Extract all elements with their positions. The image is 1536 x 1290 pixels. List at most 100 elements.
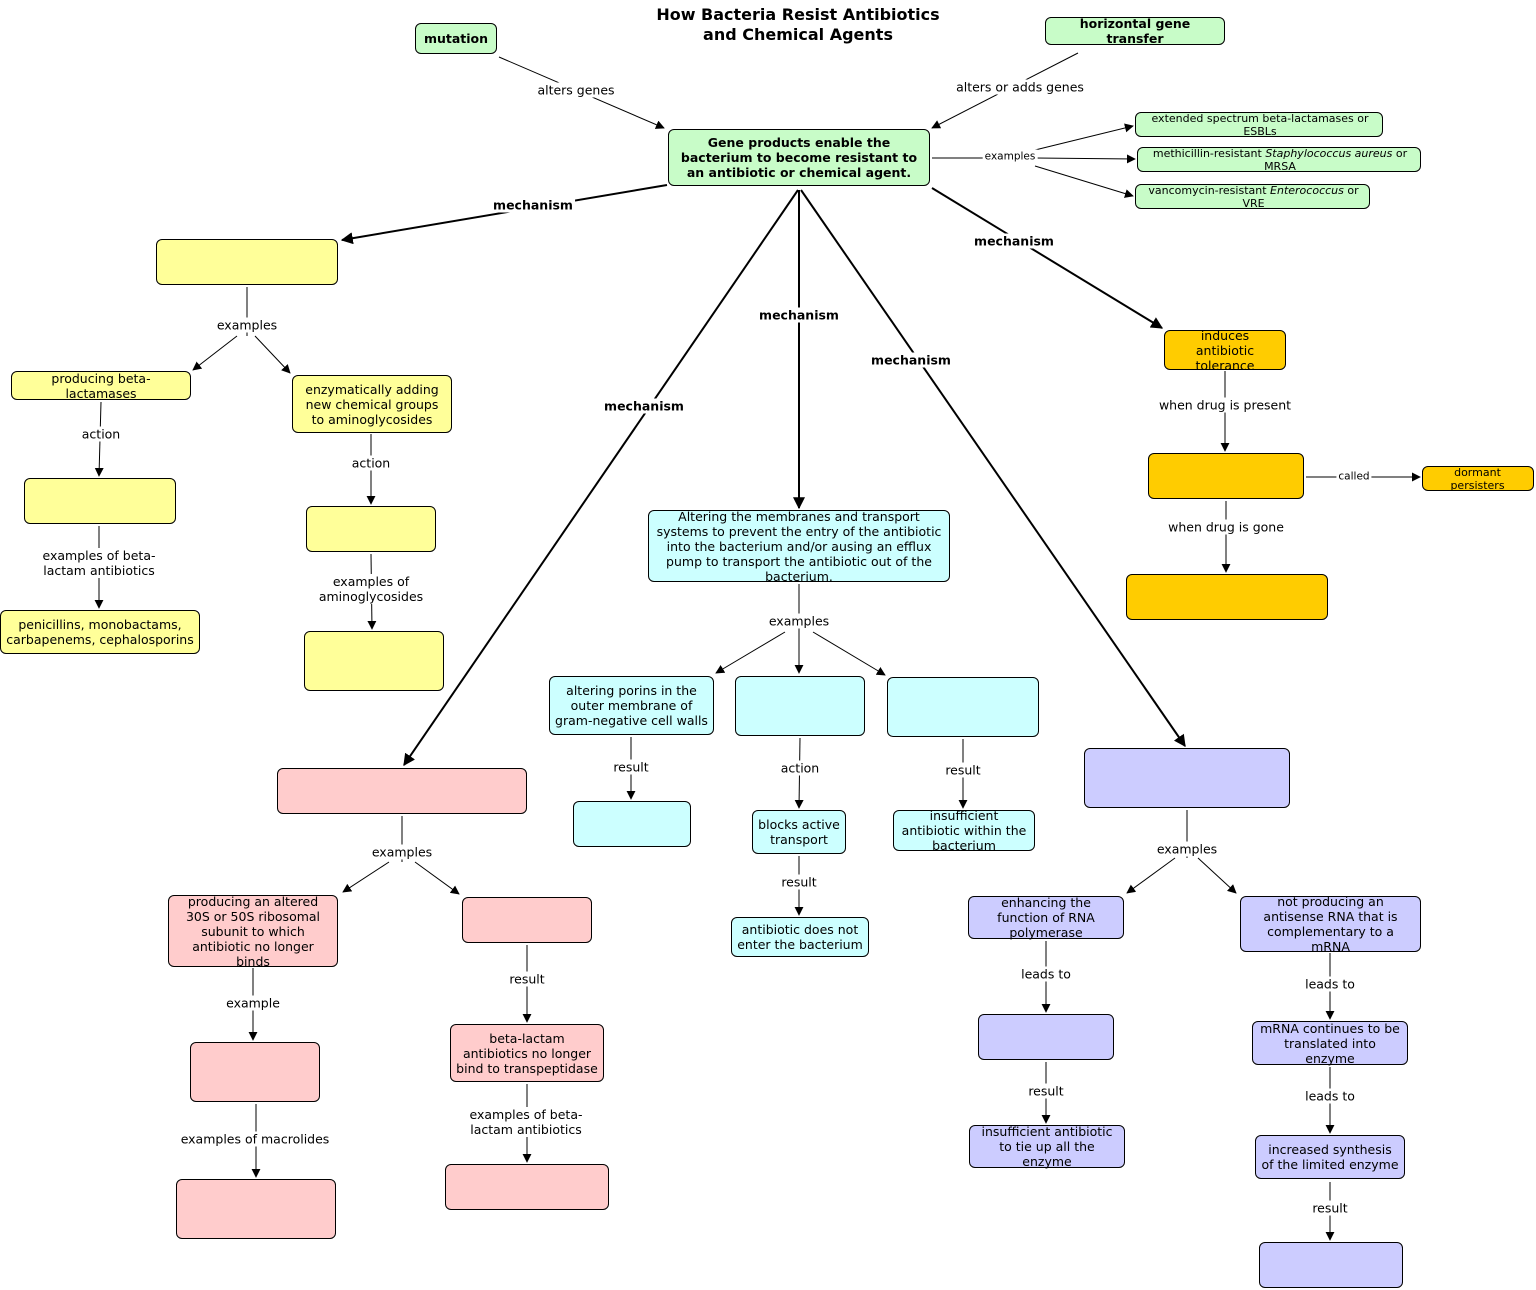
edge-enzyme-right [254,335,291,374]
label-ebl2-line-2: lactam antibiotics [470,1122,582,1137]
node-target-mechanism [277,768,527,814]
node-insufficient-tie-label: insufficient antibiotic to tie up all th… [981,1124,1113,1169]
label-leads-to-polymerase: leads to [1019,966,1073,982]
node-antibiotic-no-entry: antibiotic does not enter the bacterium [731,917,869,957]
node-gene-products-label: Gene products enable the bacterium to be… [680,135,918,180]
label-examples-resistant: examples [982,149,1038,165]
node-beta-lactam-examples: penicillins, monobactams, carbapenems, c… [0,610,200,654]
node-final-result [1259,1242,1403,1288]
diagram-title: How Bacteria Resist Antibiotics and Chem… [598,5,998,45]
node-hgt-label: horizontal gene transfer [1079,16,1191,46]
node-beta-lactamases-label: producing beta-lactamases [51,370,151,401]
node-vre: vancomycin-resistant Enterococcus or VRE [1135,184,1370,210]
node-membrane-mech-label: Altering the membranes and transport sys… [656,508,942,584]
edge-mrsa [1034,154,1136,164]
edge-overproduce-right [1197,857,1237,894]
title-line-1: How Bacteria Resist Antibiotics [656,5,940,24]
edge-mech-enzyme [340,184,668,245]
edge-target-right [414,861,460,895]
label-ebl-line-2: lactam antibiotics [43,563,155,578]
vre-text-1: vancomycin-resistant [1148,183,1271,197]
node-antisense-rna: not producing an antisense RNA that is c… [1240,894,1421,954]
node-mrna-translated-label: mRNA continues to be translated into enz… [1260,1020,1400,1066]
label-mechanism-membrane: mechanism [757,307,841,323]
node-bl-examples-label: penicillins, monobactams, carbapenems, c… [6,617,194,647]
label-when-drug-present: when drug is present [1156,397,1294,413]
label-leads-to-mrna: leads to [1303,1088,1357,1104]
edge-esbl [1034,123,1134,151]
node-macrolides [176,1179,336,1239]
node-increased-synthesis-label: increased synthesis of the limited enzym… [1261,1142,1399,1172]
label-leads-to-antisense: leads to [1303,976,1357,992]
node-porins-result [573,801,691,847]
node-increased-synthesis: increased synthesis of the limited enzym… [1255,1135,1405,1179]
node-altered-ribosome: producing an altered 30S or 50S ribosoma… [168,894,338,969]
node-resume-growth [1126,574,1328,620]
label-called: called [1336,469,1372,485]
node-induces-tolerance: induces antibiotic tolerance [1164,327,1286,373]
label-result-pbp: result [507,971,547,987]
node-enzymatic-adding-label: enzymatically adding new chemical groups… [305,381,439,427]
node-esbl: extended spectrum beta-lactamases or ESB… [1135,111,1383,138]
node-esbl-label: extended spectrum beta-lactamases or ESB… [1151,111,1369,138]
node-mutation-label: mutation [423,31,489,46]
edge-mech-tolerance [931,187,1164,329]
label-result-porins: result [611,759,651,775]
label-alters-or-adds-genes: alters or adds genes [954,79,1086,95]
mrsa-text-species: Staphylococcus aureus [1265,146,1393,160]
mrsa-text-2: or MRSA [1264,146,1408,173]
node-macrolide-example [190,1042,320,1102]
edge-mech-overproduce [800,189,1186,747]
node-blocks-active-transport: blocks active transport [752,810,846,854]
node-aminoglycoside-examples [304,631,444,691]
edge-overproduce-left [1126,857,1176,894]
label-examples-target: examples [369,844,435,860]
node-overproduce-mechanism [1084,748,1290,808]
edge-vre [1034,165,1134,198]
node-horizontal-gene-transfer: horizontal gene transfer [1045,16,1225,46]
node-vre-label: vancomycin-resistant Enterococcus or VRE [1143,184,1364,210]
node-mrsa: methicillin-resistant Staphylococcus aur… [1137,147,1421,173]
label-mechanism-overproduce: mechanism [869,352,953,368]
node-dormant-persisters: dormant persisters [1422,465,1534,492]
node-beta-lactam-action [24,478,176,524]
label-when-drug-gone: when drug is gone [1166,519,1286,535]
node-tolerance-label: induces antibiotic tolerance [1195,327,1255,373]
edge-membrane-left [715,631,786,674]
node-altered-pbp [462,897,592,943]
label-example-ribosome: example [224,995,282,1011]
label-eag-line-1: examples of [332,574,410,589]
label-examples-beta-lactam-2: examples of beta-lactam antibiotics [467,1107,585,1137]
node-insufficient-within: insufficient antibiotic within the bacte… [893,808,1035,853]
node-blocks-transport-label: blocks active transport [758,817,840,847]
node-no-entry-label: antibiotic does not enter the bacterium [737,922,863,952]
node-dormant-persisters-label: dormant persisters [1450,465,1505,492]
node-transport-example [735,676,865,736]
label-action-ag: action [349,455,393,471]
node-aminoglycoside-action [306,506,436,552]
node-enzymatic-adding: enzymatically adding new chemical groups… [292,375,452,433]
label-result-overproduction: result [1026,1083,1066,1099]
node-overproduction [978,1014,1114,1060]
node-bl-no-bind-label: beta-lactam antibiotics no longer bind t… [456,1030,598,1076]
label-mechanism-tolerance: mechanism [972,233,1056,249]
mrsa-text-1: methicillin-resistant [1152,146,1266,160]
label-examples-overproduce: examples [1154,841,1220,857]
node-rna-polymerase: enhancing the function of RNA polymerase [968,895,1124,940]
label-mechanism-enzyme: mechanism [491,197,575,213]
label-result-blocks: result [779,874,819,890]
node-beta-lactam-no-bind: beta-lactam antibiotics no longer bind t… [450,1024,604,1082]
node-beta-lactam-examples-2 [445,1164,609,1210]
node-mrna-translated: mRNA continues to be translated into enz… [1252,1020,1408,1066]
node-porins-label: altering porins in the outer membrane of… [555,683,708,728]
node-producing-beta-lactamases: producing beta-lactamases [11,370,191,401]
edge-membrane-right [812,631,886,676]
label-eag-line-2: aminoglycosides [318,589,424,604]
label-mechanism-target: mechanism [602,398,686,414]
label-action-bl: action [79,426,123,442]
node-efflux-example [887,677,1039,737]
node-mrsa-label: methicillin-resistant Staphylococcus aur… [1145,147,1415,173]
node-dormant-state [1148,453,1304,499]
edge-target-left [342,861,390,893]
